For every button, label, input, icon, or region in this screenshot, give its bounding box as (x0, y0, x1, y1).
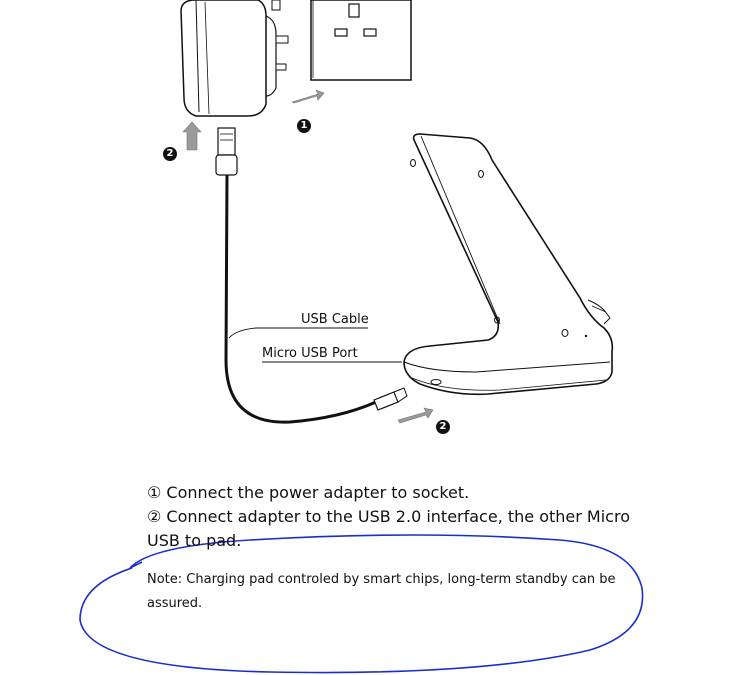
step-2-badge-port: 2 (436, 420, 450, 434)
usb-cable-leader (228, 327, 368, 339)
annotation-loop (79, 534, 644, 674)
instruction-step-2-line-1: ② Connect adapter to the USB 2.0 interfa… (147, 507, 630, 526)
insert-arrow-port (397, 407, 434, 424)
insert-arrow-adapter (182, 121, 202, 151)
usb-a-plug (215, 127, 238, 176)
usb-cable-label: USB Cable (301, 312, 369, 327)
step-1-badge: 1 (297, 119, 311, 133)
micro-usb-port-label: Micro USB Port (262, 346, 358, 361)
usb-cable (224, 174, 377, 424)
step-2-badge-adapter: 2 (163, 147, 177, 161)
micro-usb-plug (373, 387, 408, 411)
power-adapter (180, 0, 289, 117)
note-text: Note: Charging pad controled by smart ch… (147, 568, 627, 616)
charging-stand (403, 133, 614, 396)
wall-socket (310, 0, 412, 81)
instruction-step-2-line-2: USB to pad. (147, 531, 242, 550)
note-line-1: Note: Charging pad controled by smart ch… (147, 572, 616, 587)
insert-arrow-socket (291, 89, 325, 104)
instruction-step-1: ① Connect the power adapter to socket. (147, 483, 470, 502)
note-line-2: assured. (147, 596, 203, 611)
